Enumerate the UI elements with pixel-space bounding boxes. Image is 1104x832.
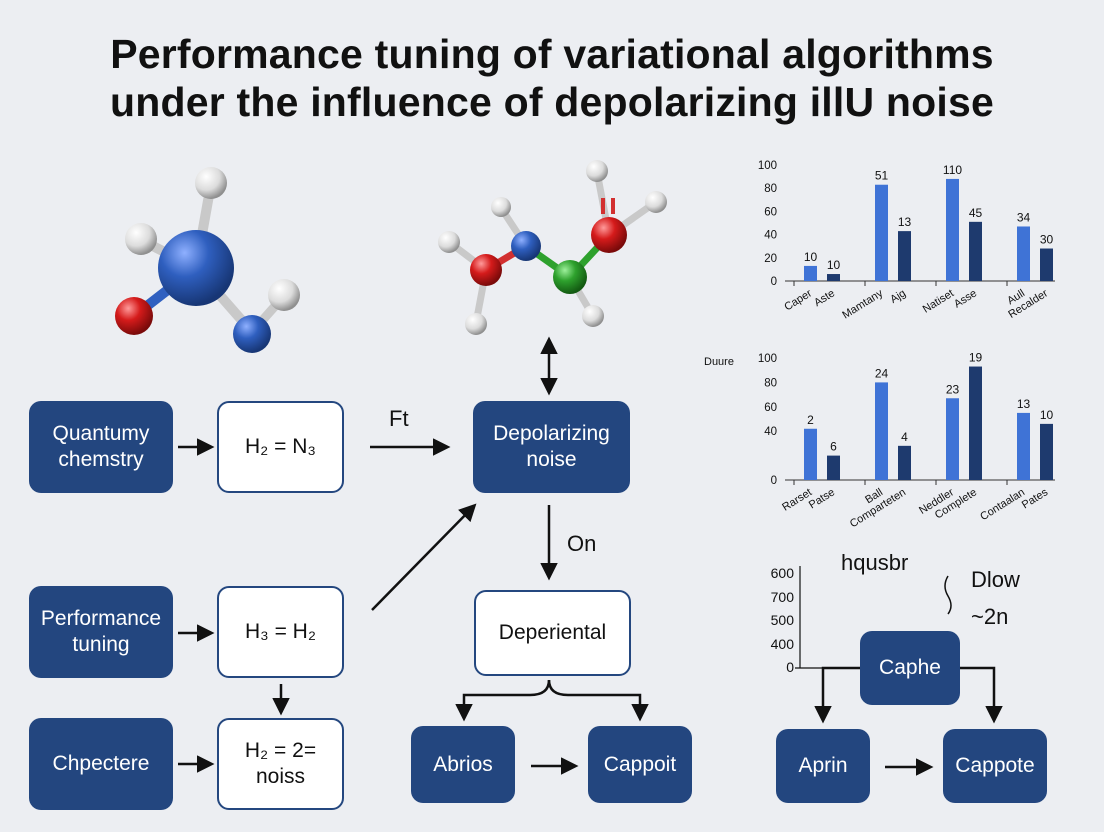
y-tick-label: 80 — [764, 183, 777, 195]
equation-box-1[interactable]: H₂ = N₃ — [217, 401, 344, 493]
bar — [875, 184, 888, 281]
right-flow-side-label-2: ~2n — [971, 604, 1009, 629]
chart-2-side-label: Duure — [704, 356, 734, 368]
bar — [969, 366, 982, 480]
caphe-box[interactable]: Caphe — [860, 631, 960, 705]
category-label: Patse — [807, 486, 837, 511]
y-tick-label: 100 — [758, 353, 777, 365]
performance-tuning-label: Performance tuning — [40, 607, 162, 656]
arrow-eq2-depolarizing — [371, 503, 477, 611]
data-label: 6 — [830, 440, 837, 454]
deperiental-box[interactable]: Deperiental — [474, 590, 631, 676]
bar — [1017, 412, 1030, 480]
axis-tick: 0 — [786, 659, 794, 675]
abrios-label: Abrios — [433, 752, 493, 776]
title-line-1: Performance tuning of variational algori… — [110, 31, 994, 77]
aprin-label: Aprin — [798, 754, 848, 777]
data-label: 51 — [875, 169, 889, 183]
quantum-chemistry-label: Quantumy chemstry — [52, 422, 150, 471]
chpectere-box[interactable]: Chpectere — [29, 718, 173, 810]
flow-arrows — [178, 336, 1003, 776]
chpectere-label: Chpectere — [52, 752, 150, 775]
y-tick-label: 0 — [771, 276, 777, 288]
bar — [804, 428, 817, 480]
right-flow-top-label: hqusbr — [841, 550, 909, 575]
data-label: 45 — [969, 206, 983, 220]
molecule-center — [438, 160, 667, 335]
arrow-label-ft: Ft — [389, 406, 409, 431]
y-tick-label: 80 — [764, 377, 777, 389]
bar — [804, 265, 817, 281]
depolarizing-noise-label: Depolarizing noise — [493, 422, 610, 471]
depolarizing-noise-box[interactable]: Depolarizing noise — [473, 401, 630, 493]
y-tick-label: 40 — [764, 230, 777, 242]
data-label: 2 — [807, 413, 814, 427]
data-label: 24 — [875, 366, 889, 380]
bar — [898, 231, 911, 281]
equation-2-text: H₃ = H₂ — [245, 620, 316, 643]
equation-1-text: H₂ = N₃ — [245, 435, 316, 458]
page-title: Performance tuning of variational algori… — [0, 30, 1104, 126]
axis-tick: 400 — [770, 635, 794, 652]
data-label: 10 — [827, 258, 841, 272]
molecule-left — [115, 167, 300, 353]
y-tick-label: 0 — [771, 475, 777, 487]
y-tick-label: 20 — [764, 253, 777, 265]
bar — [1040, 423, 1053, 480]
abrios-box[interactable]: Abrios — [411, 726, 515, 803]
equation-box-2[interactable]: H₃ = H₂ — [217, 586, 344, 678]
equation-box-3[interactable]: H₂ = 2= noiss — [217, 718, 344, 810]
data-label: 110 — [943, 163, 962, 177]
data-label: 13 — [898, 215, 912, 229]
bar — [946, 398, 959, 480]
quantum-chemistry-box[interactable]: Quantumy chemstry — [29, 401, 173, 493]
data-label: 10 — [804, 250, 818, 264]
right-flow-axis-ticks: 600 700 500 400 0 — [760, 562, 794, 680]
y-tick-label: 40 — [764, 426, 777, 438]
arrow-label-on: On — [567, 531, 597, 556]
y-tick-label: 100 — [758, 160, 777, 172]
cappote-label: Cappote — [955, 754, 1035, 777]
y-tick-label: 60 — [764, 402, 777, 414]
deperiental-label: Deperiental — [498, 621, 607, 644]
axis-tick: 500 — [770, 612, 794, 628]
title-line-2: under the influence of depolarizing illU… — [110, 79, 994, 125]
cappote-box[interactable]: Cappote — [943, 729, 1047, 803]
aprin-box[interactable]: Aprin — [776, 729, 870, 803]
caphe-label: Caphe — [879, 656, 941, 679]
bar — [827, 455, 840, 480]
equation-3-text: H₂ = 2= noiss — [244, 739, 317, 788]
cappoit-label: Cappoit — [603, 752, 677, 776]
category-label: Contaalan — [978, 486, 1027, 523]
bar — [875, 382, 888, 480]
axis-tick: 600 — [770, 565, 794, 581]
category-label: Pates — [1020, 486, 1051, 511]
data-label: 34 — [1017, 210, 1031, 224]
squiggle-bracket — [944, 575, 952, 615]
data-label: 23 — [946, 382, 960, 396]
right-flow-side-label-1: Dlow — [971, 567, 1020, 592]
data-label: 10 — [1040, 408, 1054, 422]
bar — [1017, 226, 1030, 281]
bar — [898, 445, 911, 480]
branch-deperiental — [455, 679, 551, 722]
data-label: 13 — [1017, 397, 1031, 411]
bar — [827, 274, 840, 281]
axis-tick: 700 — [770, 588, 794, 605]
performance-tuning-box[interactable]: Performance tuning — [29, 586, 173, 678]
data-label: 30 — [1040, 233, 1054, 247]
cappoit-box[interactable]: Cappoit — [588, 726, 692, 803]
y-tick-label: 60 — [764, 206, 777, 218]
data-label: 4 — [901, 430, 908, 444]
bar — [969, 221, 982, 281]
bar — [946, 178, 959, 281]
data-label: 19 — [969, 351, 983, 365]
bar — [1040, 248, 1053, 281]
